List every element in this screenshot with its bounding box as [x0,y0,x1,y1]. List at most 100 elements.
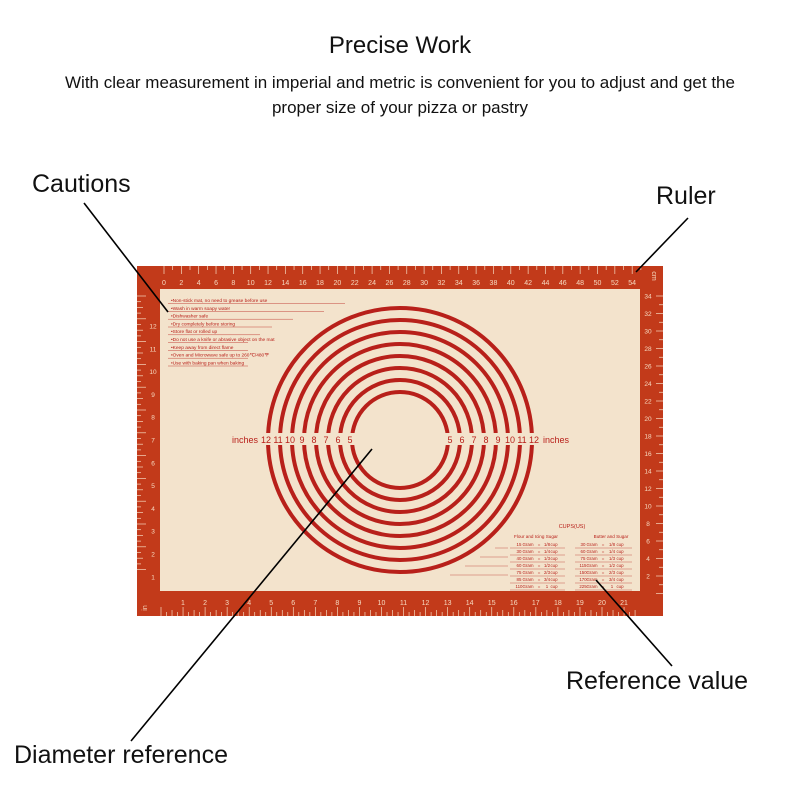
cups-left-cell: Gram [523,584,534,589]
cups-left-cell: Gram [523,570,534,575]
right-ruler-label: 32 [644,311,652,318]
cups-left-cell: 30 [517,549,522,554]
cups-right-cell: 1/4 [609,549,616,554]
circle-label-left: 10 [285,435,295,445]
cups-left-cell: Gram [523,549,534,554]
ruler-ticks [137,266,663,616]
right-ruler-label: 14 [644,469,652,476]
circle-label-mask [529,433,539,445]
circle-label-mask [321,433,331,445]
bottom-ruler-label: 8 [335,600,339,607]
cups-left-cell: Gram [523,563,534,568]
caution-item: •Keep away from direct flame [171,345,234,351]
circle-label-right: 6 [459,435,464,445]
cups-right-cell: 150 [579,570,587,575]
cups-right-cell: 1/2 [609,563,616,568]
cups-right-cell: = [602,570,605,575]
top-ruler-label: 46 [559,280,567,287]
cups-right-cell: cup [616,570,624,575]
top-ruler-label: 42 [524,280,532,287]
cups-left-heading: Flour and Icing Sugar [514,534,558,539]
circle-label-mask [505,433,515,445]
bottom-ruler-label: 21 [620,600,628,607]
caution-item: •Non-stick mat, no need to grease before… [171,298,268,304]
right-ruler-label: 24 [644,381,652,388]
top-ruler-label: 22 [351,280,359,287]
top-ruler-label: 14 [281,280,289,287]
right-ruler-label: 6 [646,539,650,546]
cups-left-cell: 1/8 [544,542,551,547]
right-ruler-label: 10 [644,504,652,511]
bottom-ruler-label: 7 [313,600,317,607]
top-ruler-label: 12 [264,280,272,287]
circle-label-left: 11 [273,435,282,445]
left-ruler-label: 12 [149,324,157,331]
left-ruler-label: 4 [151,506,155,513]
cups-right-cell: Gram [587,556,598,561]
bottom-ruler-unit: in [142,605,149,611]
bottom-ruler-label: 13 [444,600,452,607]
cups-left-cell: 1/2 [544,563,551,568]
cups-right-cell: 170 [579,577,587,582]
bottom-ruler-label: 4 [247,600,251,607]
bottom-ruler-label: 14 [466,600,474,607]
top-ruler-label: 38 [490,280,498,287]
cups-left-cell: cup [550,556,558,561]
callout-leader-line [595,579,673,667]
caution-item: •Use with baking pan when baking [171,360,244,366]
callout-reference-value: Reference value [566,667,749,695]
cups-right-cell: = [602,556,605,561]
callout-cautions: Cautions [32,170,131,198]
circle-label-right: 11 [517,435,526,445]
cups-left-cell: = [538,563,541,568]
cups-right-cell: 30 [581,542,586,547]
cups-left-cell: = [538,584,541,589]
top-ruler-label: 16 [299,280,307,287]
bottom-ruler-label: 17 [532,600,540,607]
circle-label-mask [517,433,527,445]
cups-left-cell: cup [550,549,558,554]
top-ruler-label: 50 [594,280,602,287]
circle-label-mask [493,433,503,445]
cups-left-cell: 75 [517,570,522,575]
cups-left-cell: = [538,556,541,561]
cups-right-cell: Gram [587,542,598,547]
bottom-ruler-label: 20 [598,600,606,607]
cups-left-cell: 85 [517,577,522,582]
top-ruler-label: 36 [472,280,480,287]
cups-right-cell: Gram [587,570,598,575]
top-ruler-label: 48 [576,280,584,287]
circle-label-mask [309,433,319,445]
circle-label-left: 12 [261,435,271,445]
callout-lines [83,202,689,742]
circle-label-right: 5 [447,435,452,445]
caution-item: •Oven and Microwave safe up to 260℃/480℉ [171,353,269,359]
right-ruler-label: 18 [644,434,652,441]
callout-diameter-reference: Diameter reference [14,741,228,769]
top-ruler-label: 40 [507,280,515,287]
right-ruler-label: 12 [644,486,652,493]
cups-left-cell: 2/3 [544,570,551,575]
page-subtitle: With clear measurement in imperial and m… [65,73,735,117]
cups-right-cell: cup [616,563,624,568]
cups-right-cell: = [602,549,605,554]
top-ruler-label: 24 [368,280,376,287]
cups-left-cell: cup [550,570,558,575]
cups-title: CUPS(US) [559,524,586,530]
cups-left-cell: cup [550,563,558,568]
caution-item: •Dry completely before storing [171,321,235,327]
cups-left-cell: 1/4 [544,549,551,554]
cups-right-cell: 1/3 [609,556,616,561]
circle-label-left: 5 [347,435,352,445]
cups-right-cell: 1 [611,584,614,589]
bottom-ruler-label: 12 [422,600,430,607]
caution-item: •Wash in warm soapy water [171,306,230,312]
right-ruler-label: 34 [644,294,652,301]
cups-left-cell: cup [550,584,558,589]
top-ruler-unit: cm [650,271,657,281]
right-ruler-label: 28 [644,346,652,353]
circle-label-right: 7 [471,435,476,445]
circle-label-right: 12 [529,435,539,445]
